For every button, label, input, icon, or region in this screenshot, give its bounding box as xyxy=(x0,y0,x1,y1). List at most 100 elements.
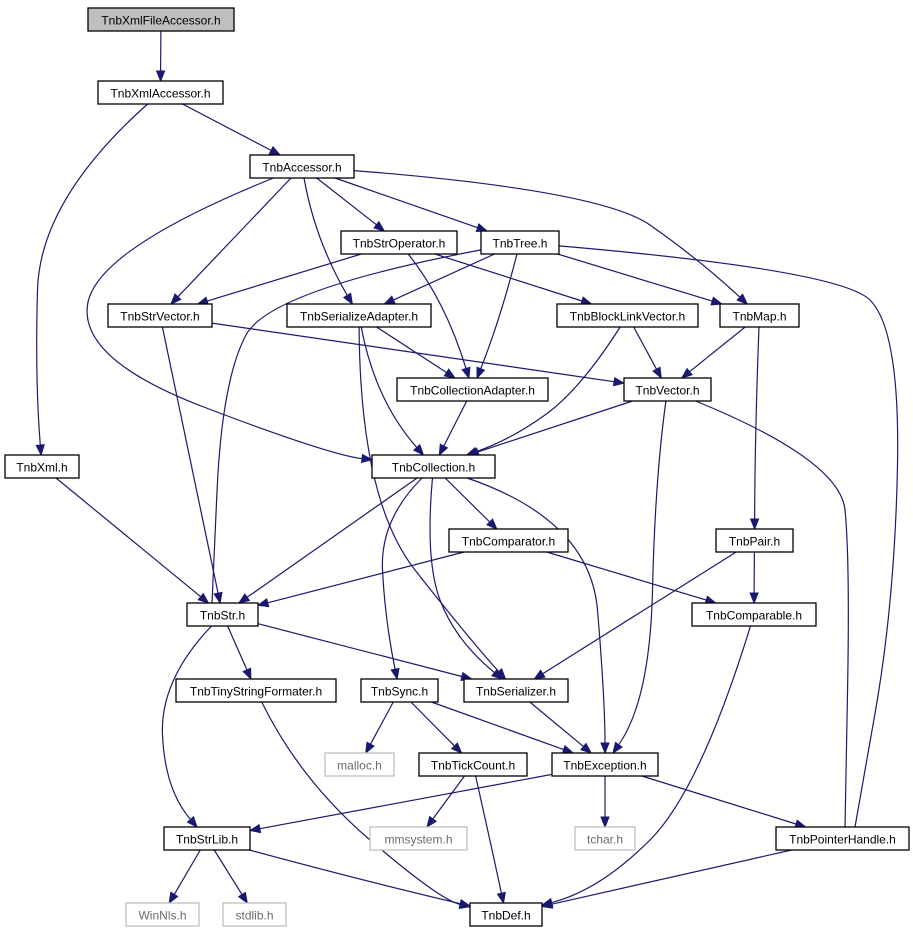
edge-line xyxy=(261,701,461,905)
node-str[interactable]: TnbStr.h xyxy=(186,602,259,627)
edge-tree-to-pointerhandle xyxy=(558,245,899,828)
edge-line xyxy=(86,177,363,460)
node-box xyxy=(715,528,794,553)
edge-strvector-to-str xyxy=(161,326,223,605)
node-box xyxy=(175,678,337,703)
arrowhead-icon xyxy=(412,443,425,457)
edge-map-to-vector xyxy=(680,326,746,379)
node-sync[interactable]: TnbSync.h xyxy=(360,678,439,703)
edge-line xyxy=(641,775,797,825)
edge-line xyxy=(177,177,292,298)
edge-stroperator-to-collectionadapter xyxy=(407,253,471,380)
edge-vector-to-pointerhandle xyxy=(695,400,849,828)
edge-line xyxy=(161,625,212,820)
node-tinystringformater[interactable]: TnbTinyStringFormater.h xyxy=(175,678,337,703)
node-box xyxy=(249,154,355,179)
node-accessor[interactable]: TnbAccessor.h xyxy=(249,154,355,179)
edge-line xyxy=(259,773,553,830)
node-blocklinkvector[interactable]: TnbBlockLinkVector.h xyxy=(556,303,699,328)
arrowhead-icon xyxy=(710,296,724,306)
node-box xyxy=(4,454,80,479)
node-label: tchar.h xyxy=(587,833,623,847)
node-tree[interactable]: TnbTree.h xyxy=(480,230,560,255)
node-box xyxy=(163,826,251,851)
node-label: TnbSerializer.h xyxy=(476,685,556,699)
arrowhead-icon xyxy=(540,899,554,909)
arrowhead-icon xyxy=(197,592,210,604)
node-box xyxy=(369,826,468,851)
node-box xyxy=(324,752,395,777)
edge-line xyxy=(267,551,465,604)
node-map[interactable]: TnbMap.h xyxy=(719,303,800,328)
edge-strlib-to-stdlib xyxy=(213,849,249,905)
node-label: TnbPointerHandle.h xyxy=(789,833,896,847)
arrowhead-icon xyxy=(361,453,374,464)
node-box xyxy=(360,678,439,703)
node-exception[interactable]: TnbException.h xyxy=(551,752,659,777)
node-box xyxy=(286,303,432,328)
node-box xyxy=(222,902,287,927)
edge-line xyxy=(477,400,633,453)
node-label: TnbComparable.h xyxy=(706,609,802,623)
arrowhead-icon xyxy=(600,742,610,755)
node-label: TnbVector.h xyxy=(635,384,699,398)
node-strlib[interactable]: TnbStrLib.h xyxy=(163,826,251,851)
node-label: malloc.h xyxy=(337,759,382,773)
arrowhead-icon xyxy=(749,592,759,605)
node-label: TnbCollectionAdapter.h xyxy=(410,384,535,398)
edge-line xyxy=(353,170,741,298)
edge-line xyxy=(257,623,463,678)
node-box xyxy=(448,528,569,553)
edge-line xyxy=(407,253,467,369)
arrowhead-icon xyxy=(680,367,693,379)
edge-line xyxy=(211,249,482,604)
arrowhead-icon xyxy=(736,293,749,305)
node-pointerhandle[interactable]: TnbPointerHandle.h xyxy=(775,826,910,851)
node-comparable[interactable]: TnbComparable.h xyxy=(691,602,817,627)
node-box xyxy=(574,826,636,851)
node-box xyxy=(107,303,213,328)
arrowhead-icon xyxy=(342,292,353,306)
edge-tree-to-serializeadapter xyxy=(383,253,495,305)
node-collection[interactable]: TnbCollection.h xyxy=(371,454,496,479)
node-vector[interactable]: TnbVector.h xyxy=(623,377,712,402)
node-box xyxy=(186,602,259,627)
node-label: TnbAccessor.h xyxy=(262,161,341,175)
edge-line xyxy=(618,400,667,746)
node-box xyxy=(551,752,659,777)
arrowhead-icon xyxy=(450,742,463,754)
node-xmlfileaccessor[interactable]: TnbXmlFileAccessor.h xyxy=(87,7,235,32)
edge-comparator-to-comparable xyxy=(546,551,718,605)
edge-line xyxy=(432,775,465,820)
node-strvector[interactable]: TnbStrVector.h xyxy=(107,303,213,328)
arrowhead-icon xyxy=(186,815,198,829)
node-box xyxy=(418,752,528,777)
edge-collection-to-serializer xyxy=(429,477,504,680)
node-stroperator[interactable]: TnbStrOperator.h xyxy=(340,230,458,255)
node-label: TnbBlockLinkVector.h xyxy=(570,310,685,324)
arrowhead-icon xyxy=(248,823,262,834)
node-box xyxy=(396,377,549,402)
edge-tree-to-map xyxy=(557,253,724,306)
edge-line xyxy=(529,701,584,748)
node-label: TnbTinyStringFormater.h xyxy=(190,685,322,699)
node-collectionadapter[interactable]: TnbCollectionAdapter.h xyxy=(396,377,549,402)
edge-line xyxy=(551,625,752,904)
edge-stroperator-to-strvector xyxy=(196,253,362,306)
node-label: TnbDef.h xyxy=(481,909,530,923)
node-def[interactable]: TnbDef.h xyxy=(469,902,543,927)
edge-exception-to-tchar xyxy=(600,776,610,829)
node-pair[interactable]: TnbPair.h xyxy=(715,528,794,553)
edge-tinystringformater-to-def xyxy=(261,701,472,910)
node-tickcount[interactable]: TnbTickCount.h xyxy=(418,752,528,777)
edge-accessor-to-tree xyxy=(334,177,489,233)
edge-line xyxy=(161,326,219,594)
node-label: TnbSerializeAdapter.h xyxy=(300,310,418,324)
arrowhead-icon xyxy=(155,70,166,83)
node-xmlaccessor[interactable]: TnbXmlAccessor.h xyxy=(97,80,224,105)
node-serializer[interactable]: TnbSerializer.h xyxy=(463,678,569,703)
node-xml[interactable]: TnbXml.h xyxy=(4,454,80,479)
node-serializeadapter[interactable]: TnbSerializeAdapter.h xyxy=(286,303,432,328)
node-label: mmsystem.h xyxy=(384,833,452,847)
node-comparator[interactable]: TnbComparator.h xyxy=(448,528,569,553)
